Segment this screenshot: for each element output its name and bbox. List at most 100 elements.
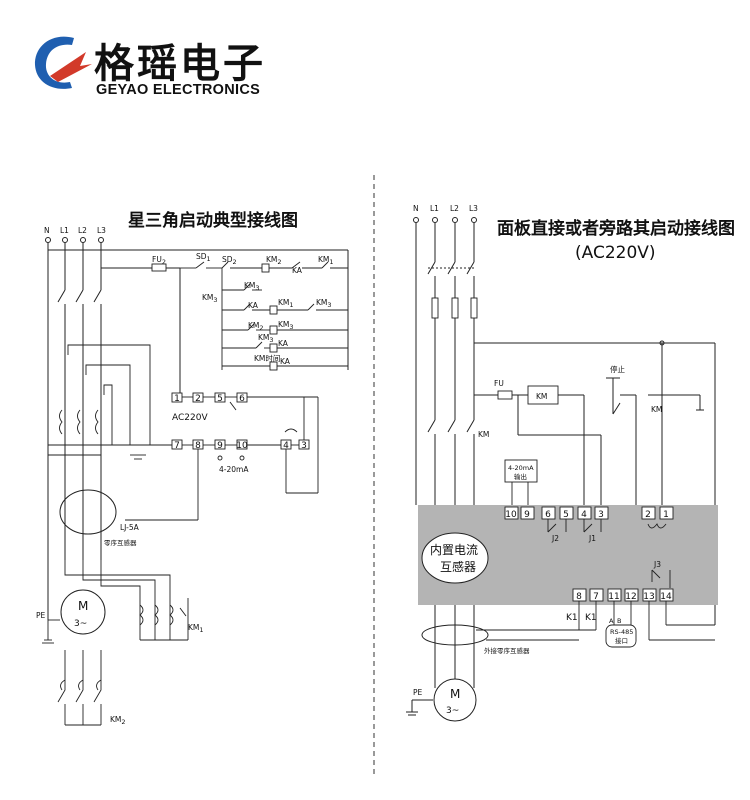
controller-terminals: [171, 392, 310, 450]
right-diagram-subtitle: (AC220V): [575, 243, 656, 263]
r-motor-wiring: [406, 605, 475, 716]
external-ct-label: 外接零序互感器: [484, 646, 530, 655]
logo-swoosh-icon: [34, 36, 74, 89]
panel-terminal-4: 4: [581, 510, 587, 520]
ct-model-label: LJ-5A: [120, 523, 140, 532]
panel-top-terminals: [504, 506, 674, 520]
sd2-label: SD2: [222, 255, 237, 266]
r-pe-label: PE: [413, 688, 423, 697]
panel-terminal-12: 12: [625, 592, 636, 602]
terminal-3: 3: [301, 441, 307, 451]
left-bus-lines: [47, 243, 349, 620]
panel-terminal-9: 9: [524, 510, 530, 520]
r-phase-label-l3: L3: [469, 204, 478, 213]
r-output-wires: [511, 482, 529, 505]
voltage-label: AC220V: [172, 413, 208, 423]
internal-ct-label-2: 互感器: [440, 559, 476, 574]
rs485-b-label: B: [617, 617, 621, 625]
k1-label-2: K1: [585, 613, 597, 623]
panel-terminal-14: 14: [660, 592, 672, 602]
brand-logo: 格瑶电子 GEYAO ELECTRONICS: [34, 36, 266, 98]
panel-terminal-5: 5: [563, 510, 569, 520]
km2-coil-label: KM2: [266, 255, 282, 266]
r-output-box: [504, 459, 538, 483]
terminal-2: 2: [195, 394, 201, 404]
phase-label-l2: L2: [78, 226, 87, 235]
ka-contact-label: KA: [292, 266, 303, 275]
left-motor: [60, 589, 106, 635]
brand-name-en: GEYAO ELECTRONICS: [96, 82, 260, 98]
rs485-a-label: A: [609, 617, 614, 625]
internal-ct: [421, 532, 489, 584]
internal-ct-label-1: 内置电流: [430, 543, 478, 557]
r-phase-label-l1: L1: [430, 204, 439, 213]
panel-relay-contacts: [547, 519, 671, 588]
rs485-box: [605, 624, 637, 648]
r-motor-m: M: [450, 687, 460, 701]
r-output-label-1: 4-20mA: [508, 464, 534, 472]
panel-terminal-8: 8: [576, 592, 582, 602]
phase-label-l3: L3: [97, 226, 106, 235]
r-fuse-label: FU: [494, 379, 504, 388]
ct-loops: [48, 344, 180, 460]
left-diagram-title: 星三角启动典型接线图: [128, 210, 298, 231]
ka-coil2-label: KA: [280, 357, 291, 366]
km3-contact-label: KM3: [244, 281, 260, 292]
phase-terminals: [45, 237, 104, 243]
terminal-wiring: [125, 396, 319, 521]
ka-rung-label: KA: [248, 301, 259, 310]
left-motor-m: M: [78, 599, 88, 613]
terminal-9: 9: [217, 441, 223, 451]
terminal-10: 10: [236, 441, 248, 451]
km2-motor-label: KM2: [110, 715, 126, 726]
km3-aux-label: KM3: [202, 293, 218, 304]
r-km-main-label: KM: [478, 430, 489, 439]
right-bus-lines: [413, 217, 716, 625]
logo-arrow-icon: [50, 52, 92, 82]
left-diagram: 星三角启动典型接线图 N L1 L2 L3 FU2: [36, 210, 349, 726]
panel-terminal-6: 6: [545, 510, 551, 520]
r-phase-label-l2: L2: [450, 204, 459, 213]
ct-name-label: 零序互感器: [104, 538, 137, 547]
panel-terminal-2: 2: [645, 510, 651, 520]
r-km-coil-label: KM: [536, 392, 547, 401]
km3-coil-label: KM3: [278, 320, 294, 331]
j3-label: J3: [653, 560, 661, 569]
terminal-6: 6: [239, 394, 245, 404]
phase-label-n: N: [44, 226, 50, 235]
r-motor-spec: 3~: [446, 706, 459, 716]
terminal-8: 8: [195, 441, 201, 451]
right-diagram-title: 面板直接或者旁路其启动接线图: [497, 218, 735, 239]
left-pe-label: PE: [36, 611, 46, 620]
panel-terminal-3: 3: [598, 510, 604, 520]
panel-terminal-13: 13: [643, 592, 654, 602]
r-output-label-2: 输出: [514, 472, 527, 481]
terminal-5: 5: [217, 394, 223, 404]
k1-label-1: K1: [566, 613, 578, 623]
terminal-7: 7: [174, 441, 180, 451]
right-diagram: 面板直接或者旁路其启动接线图 (AC220V) N L1 L2 L3: [406, 204, 735, 722]
control-ladder: [180, 261, 348, 371]
output-label: 4-20mA: [219, 465, 249, 474]
motor-wiring: [42, 560, 189, 726]
panel-terminal-7: 7: [593, 592, 599, 602]
fuse-label: FU2: [152, 255, 166, 266]
j1-label: J1: [588, 534, 596, 543]
panel-terminal-11: 11: [608, 592, 619, 602]
r-stop-label: 停止: [610, 364, 625, 374]
brand-name-cn: 格瑶电子: [94, 41, 266, 87]
panel-bottom-wiring: [476, 601, 715, 641]
left-motor-spec: 3~: [74, 619, 87, 629]
r-motor: [433, 678, 477, 722]
panel-terminal-10: 10: [505, 510, 517, 520]
r-km-contact-label: KM: [651, 405, 662, 414]
left-zero-sequence-ct: [59, 489, 117, 535]
km1-motor-label: KM1: [188, 623, 204, 634]
phase-label-l1: L1: [60, 226, 69, 235]
rs485-label-1: RS-485: [610, 628, 633, 636]
terminal-4: 4: [283, 441, 289, 451]
terminal-1: 1: [174, 394, 180, 404]
rs485-label-2: 接口: [615, 636, 628, 645]
km2-rung-label: KM2: [248, 321, 264, 332]
